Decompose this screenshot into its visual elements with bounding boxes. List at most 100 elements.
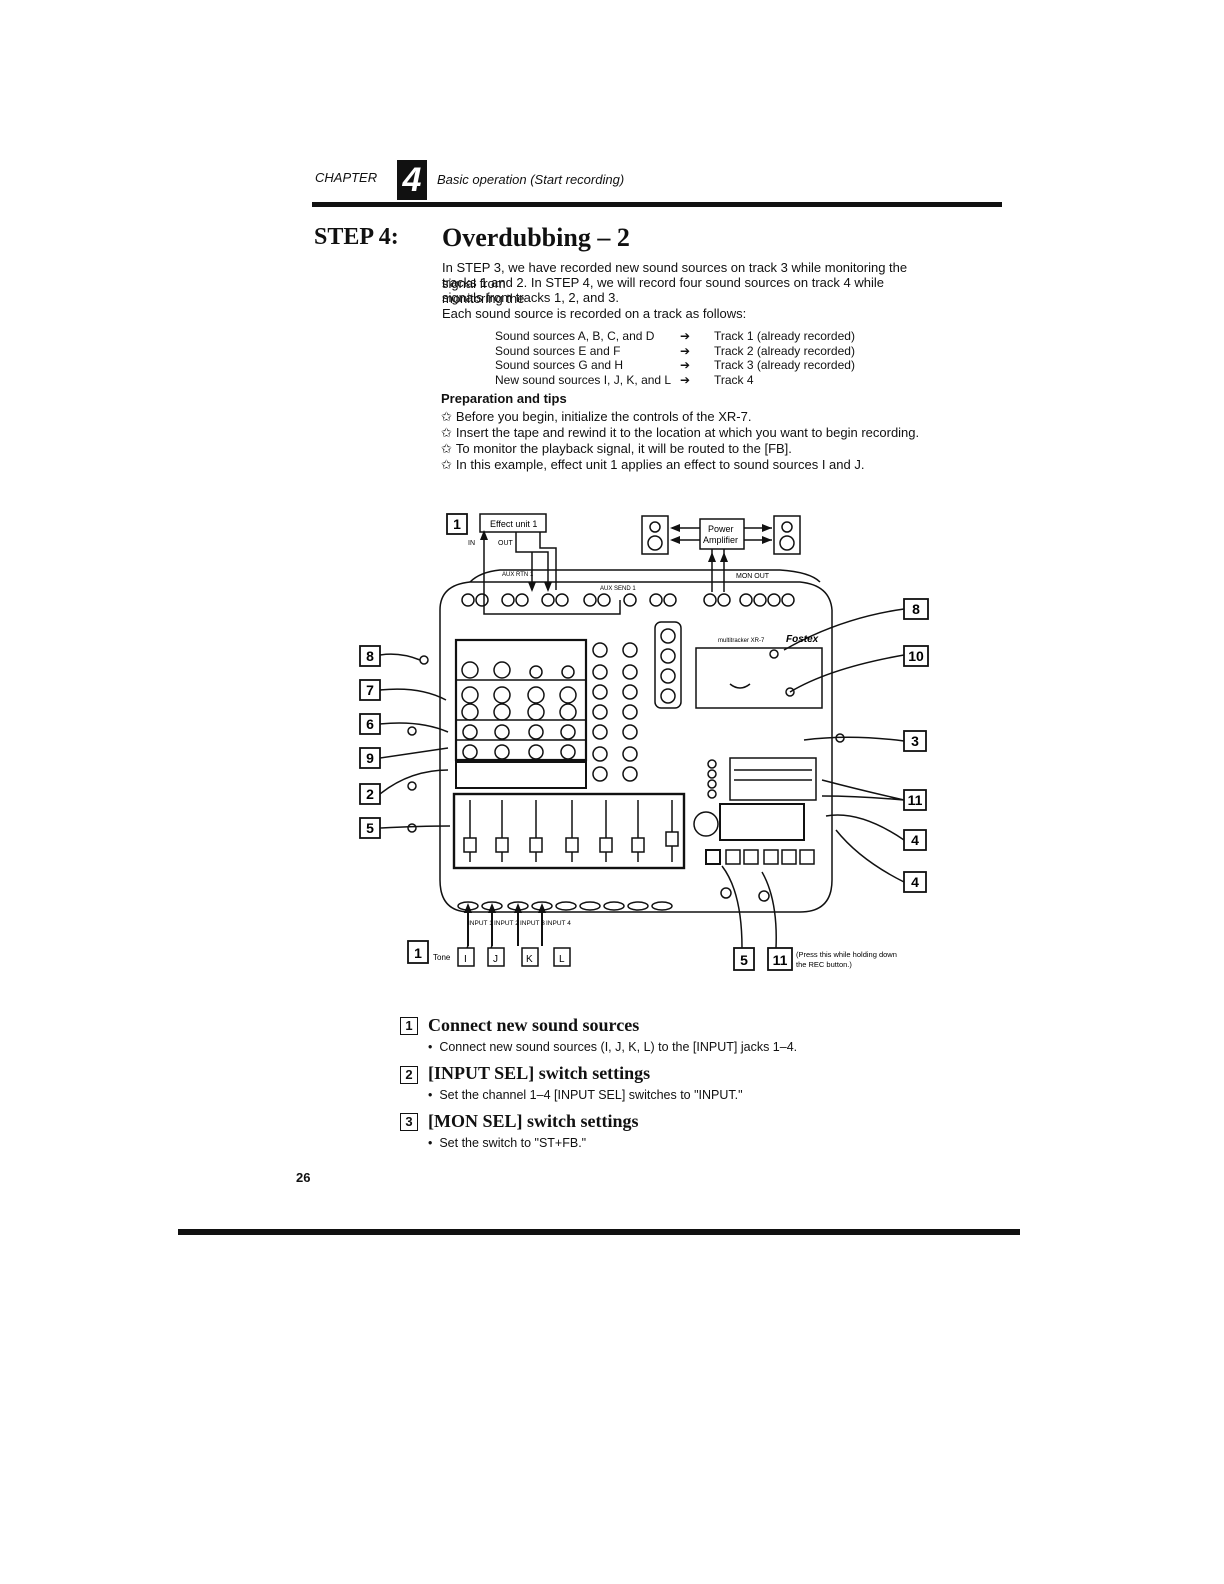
chapter-subtitle: Basic operation (Start recording) (437, 172, 625, 187)
callout-number: 9 (366, 750, 374, 766)
input-label: INPUT 3 (520, 920, 545, 927)
arrow-icon: ➔ (680, 373, 691, 387)
preparation-title: Preparation and tips (441, 391, 567, 406)
arrow-icon: ➔ (680, 358, 691, 372)
mapping-track: Track 3 (already recorded) (714, 358, 855, 372)
step-label: STEP 4: (314, 224, 399, 250)
meter-display (729, 757, 817, 801)
arrow-icon: ➔ (680, 329, 691, 343)
star-icon: ✩ (441, 441, 452, 456)
pitch-knob-icon (693, 811, 719, 837)
mixer-body (439, 581, 833, 913)
rec-note: (Press this while holding down (796, 950, 897, 959)
mapping-source: New sound sources I, J, K, and L (495, 373, 672, 387)
speaker-right-icon (773, 515, 801, 555)
mapping-track: Track 2 (already recorded) (714, 344, 855, 358)
callout-number: 11 (908, 792, 923, 808)
model-label: multitracker XR-7 (718, 638, 765, 644)
out-label: OUT (498, 540, 514, 547)
section-number: 3 (400, 1113, 418, 1131)
intro-line: signals from tracks 1, 2, and 3. (442, 290, 620, 305)
input-label: INPUT 2 (494, 920, 519, 927)
power-amp-label: Power (708, 524, 734, 534)
callout-number: 5 (740, 952, 748, 968)
star-icon: ✩ (441, 425, 452, 440)
effect-unit-label: Effect unit 1 (490, 519, 537, 529)
speaker-left-icon (641, 515, 669, 555)
footer-rule (178, 1229, 1020, 1235)
tip-item: ✩To monitor the playback signal, it will… (441, 441, 792, 457)
tip-text: Before you begin, initialize the control… (455, 409, 752, 424)
callout-number: 3 (911, 733, 919, 749)
step-title: Overdubbing – 2 (442, 223, 630, 252)
chapter-number-badge: 4 (397, 160, 427, 200)
star-icon: ✩ (441, 409, 452, 424)
input-label: INPUT 1 (468, 920, 493, 927)
callout-number: 8 (366, 648, 374, 664)
eq-block (454, 638, 588, 762)
knob-grid (461, 642, 638, 782)
tip-item: ✩In this example, effect unit 1 applies … (441, 457, 864, 473)
source-letter: I (464, 954, 467, 965)
star-icon: ✩ (441, 457, 452, 472)
aux-send-label: AUX SEND 1 (600, 586, 636, 592)
mapping-track: Track 1 (already recorded) (714, 329, 855, 343)
callout-number: 7 (366, 682, 374, 698)
section-bullet: • Set the channel 1–4 [INPUT SEL] switch… (428, 1088, 743, 1102)
rec-note: the REC button.) (796, 960, 852, 969)
section-title: Connect new sound sources (428, 1015, 640, 1035)
section-bullet-text: Set the switch to "ST+FB." (439, 1136, 587, 1150)
cassette-window (695, 647, 823, 709)
tip-text: Insert the tape and rewind it to the loc… (455, 425, 920, 440)
mapping-row: New sound sources I, J, K, and L ➔ Track 4 (495, 373, 754, 387)
source-letter: L (559, 954, 565, 965)
section-title: [INPUT SEL] switch settings (428, 1063, 651, 1083)
section-number: 2 (400, 1066, 418, 1084)
callout-number: 4 (911, 832, 919, 848)
callout-number: 1 (453, 516, 461, 532)
power-amp-label: Amplifier (703, 535, 738, 545)
callout-number: 8 (912, 601, 920, 617)
fader-row (463, 800, 679, 862)
mapping-row: Sound sources A, B, C, and D ➔ Track 1 (al… (495, 329, 855, 343)
mapping-source: Sound sources G and H (495, 358, 624, 372)
tip-text: In this example, effect unit 1 applies a… (455, 457, 865, 472)
mon-out-label: MON OUT (736, 573, 770, 580)
power-amplifier-box (699, 518, 745, 550)
mapping-source: Sound sources A, B, C, and D (495, 329, 655, 343)
transport-buttons (705, 849, 815, 865)
section-bullet: • Connect new sound sources (I, J, K, L)… (428, 1040, 798, 1054)
intro-line: In STEP 3, we have recorded new sound so… (442, 260, 908, 291)
callout-number: 1 (414, 945, 422, 961)
header-rule (312, 202, 1002, 207)
mapping-source: Sound sources E and F (495, 344, 621, 358)
callout-number: 2 (366, 786, 374, 802)
in-label: IN (468, 540, 475, 547)
monitor-knob-column (654, 621, 682, 709)
callout-number: 6 (366, 716, 374, 732)
callout-number: 11 (773, 952, 788, 968)
fader-block (452, 792, 686, 870)
arrow-icon: ➔ (680, 344, 691, 358)
aux-rtn-label: AUX RTN 1 (502, 572, 534, 578)
mapping-row: Sound sources E and F ➔ Track 2 (already r… (495, 344, 855, 358)
tip-text: To monitor the playback signal, it will … (455, 441, 792, 456)
intro-line: Each sound source is recorded on a track… (442, 306, 747, 321)
brand-label: Fostex (786, 634, 819, 645)
source-letter: K (526, 954, 533, 965)
tip-item: ✩Insert the tape and rewind it to the lo… (441, 425, 919, 441)
mapping-track: Track 4 (714, 373, 754, 387)
effect-unit-box (479, 513, 547, 533)
mixer-diagram: Effect unit 1 IN OUT AUX RTN 1 AUX SEND … (359, 513, 929, 971)
input-label: INPUT 4 (546, 920, 571, 927)
input-sel-block (455, 761, 587, 789)
tone-label: Tone (433, 953, 451, 962)
callout-number: 5 (366, 820, 374, 836)
source-letter: J (493, 954, 498, 965)
section-bullet-text: Connect new sound sources (I, J, K, L) t… (439, 1040, 798, 1054)
mapping-row: Sound sources G and H ➔ Track 3 (already r… (495, 358, 855, 372)
chapter-label: CHAPTER (315, 170, 378, 185)
rec-function-block (719, 803, 805, 841)
callout-number: 10 (908, 648, 924, 664)
jack-row (461, 593, 795, 607)
